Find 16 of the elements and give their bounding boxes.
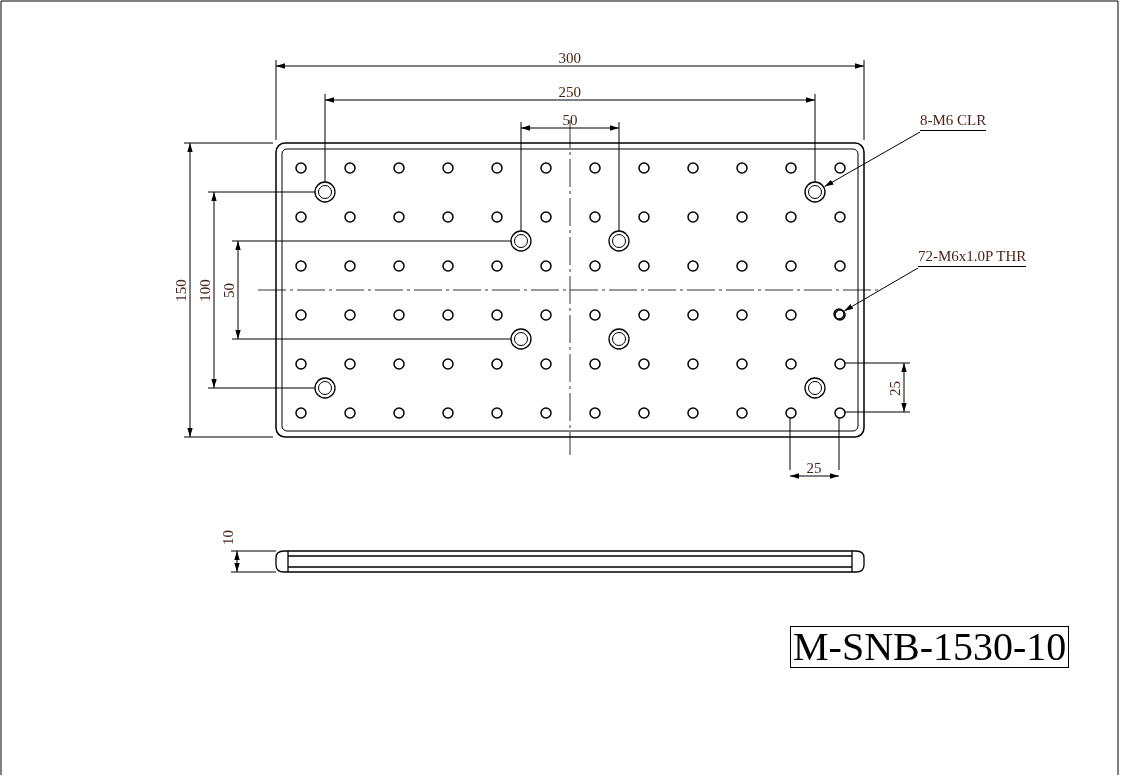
dimension-text: 150 bbox=[173, 278, 189, 302]
dimension-text: 25 bbox=[806, 460, 822, 476]
dimension-text: 250 bbox=[558, 84, 581, 100]
callout-text: 8-M6 CLR bbox=[920, 113, 987, 131]
dimension-text: 50 bbox=[562, 112, 578, 128]
leader-line bbox=[843, 267, 919, 312]
dimension-text: 300 bbox=[558, 50, 581, 66]
hole-symbol bbox=[804, 181, 826, 203]
hole-symbol bbox=[833, 308, 845, 320]
dimension-text: 50 bbox=[221, 282, 237, 298]
dimension-text: 25 bbox=[887, 380, 903, 396]
leader-line bbox=[824, 131, 921, 188]
callout-text: 72-M6x1.0P THR bbox=[918, 249, 1027, 267]
dimension-text: 100 bbox=[197, 278, 213, 302]
part-number-box: M-SNB-1530-10 bbox=[790, 626, 1070, 668]
dimension-text: 10 bbox=[220, 529, 236, 545]
